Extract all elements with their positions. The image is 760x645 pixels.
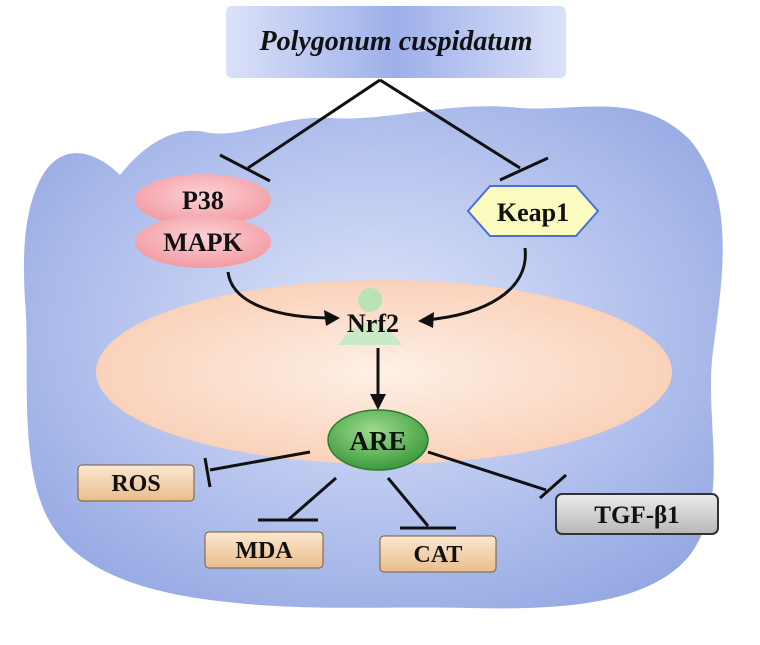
nucleus <box>96 280 672 464</box>
mapk-label: MAPK <box>163 228 243 257</box>
keap1-arrowhead <box>418 312 434 328</box>
keap1-node <box>466 185 600 237</box>
tgf-box <box>555 493 719 535</box>
cat-box <box>379 535 497 573</box>
inhibit-bar-keap1 <box>499 156 549 182</box>
p38-label: P38 <box>182 186 224 215</box>
are-label: ARE <box>349 426 406 456</box>
inhibit-line-keap1 <box>379 78 521 170</box>
p38-arrowhead <box>324 310 340 326</box>
p38-node-top <box>135 174 271 226</box>
keap1-to-nrf2-arrow <box>424 247 527 322</box>
inhibit-bar-p38 <box>219 153 271 183</box>
mda-label: MDA <box>235 538 293 564</box>
inhibit-bar-tgf <box>539 473 567 500</box>
source-box <box>226 6 566 78</box>
nrf2-body <box>338 322 402 345</box>
source-label: Polygonum cuspidatum <box>258 26 532 57</box>
mda-box <box>204 531 324 569</box>
inhibit-line-p38 <box>247 78 381 170</box>
ros-label: ROS <box>111 471 160 497</box>
nrf2-label: Nrf2 <box>347 309 399 338</box>
are-inhibition-arrows <box>203 450 567 530</box>
inhibit-line-mda <box>287 476 337 522</box>
are-node <box>327 409 429 471</box>
inhibit-line-tgf <box>427 450 547 492</box>
nrf2-to-are-arrowhead <box>370 394 386 410</box>
p38-node-bottom <box>135 216 271 268</box>
keap1-label: Keap1 <box>497 198 569 227</box>
inhibit-line-cat <box>386 477 430 527</box>
inhibit-line-ros <box>209 450 311 472</box>
nrf2-head <box>358 288 382 312</box>
p38-to-nrf2-arrow <box>226 271 334 320</box>
inhibit-bar-ros <box>203 457 212 488</box>
ros-box <box>77 464 195 502</box>
tgf-label: TGF-β1 <box>594 502 679 529</box>
cat-label: CAT <box>414 542 463 568</box>
activation-arrows <box>226 247 527 322</box>
source-inhibition-arrows <box>219 78 549 183</box>
